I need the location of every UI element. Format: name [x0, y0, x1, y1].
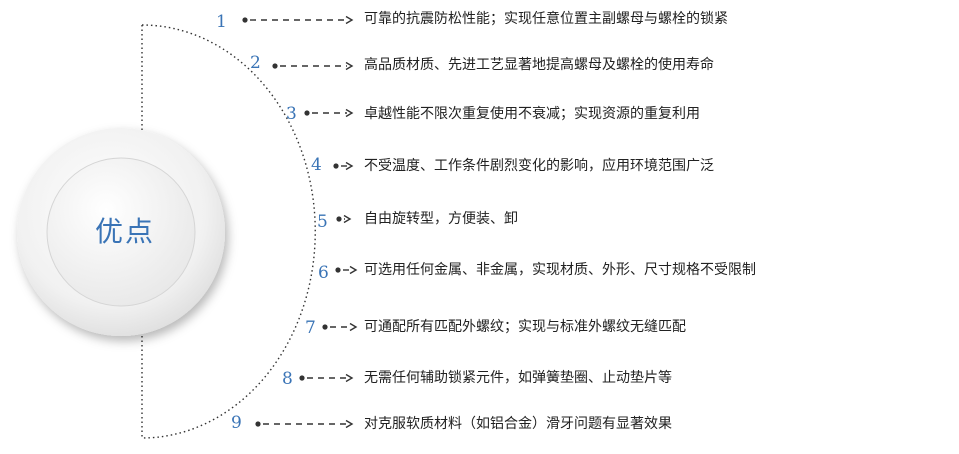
point-number: 3 [286, 104, 297, 124]
connector-dot [242, 17, 248, 23]
point-text: 不受温度、工作条件剧烈变化的影响，应用环境范围广泛 [364, 158, 714, 174]
arrow-head-icon [345, 15, 354, 25]
point-number: 8 [282, 369, 293, 389]
connector-dot [336, 216, 342, 222]
point-number: 6 [318, 263, 329, 283]
arrow-head-icon [349, 322, 358, 332]
inner-circle [46, 157, 196, 307]
arrow-head-icon [345, 161, 354, 171]
arrow-head-icon [345, 108, 354, 118]
arrow-head-icon [345, 373, 354, 383]
arrow-head-icon [343, 214, 352, 224]
point-text: 高品质材质、先进工艺显著地提高螺母及螺栓的使用寿命 [364, 57, 714, 73]
point-number: 5 [317, 212, 328, 232]
point-text: 可选用任何金属、非金属，实现材质、外形、尺寸规格不受限制 [364, 262, 756, 278]
point-number: 2 [250, 53, 261, 73]
point-number: 4 [311, 155, 322, 175]
arrow-head-icon [345, 61, 354, 71]
point-text: 可通配所有匹配外螺纹；实现与标准外螺纹无缝匹配 [364, 319, 686, 335]
connector-dot [333, 163, 339, 169]
point-text: 对克服软质材料（如铝合金）滑牙问题有显著效果 [364, 416, 672, 432]
arrow-head-icon [349, 265, 358, 275]
connectors [242, 15, 358, 429]
connector-dot [299, 375, 305, 381]
point-text: 可靠的抗震防松性能；实现任意位置主副螺母与螺栓的锁紧 [364, 11, 728, 27]
point-number: 9 [231, 413, 242, 433]
point-number: 1 [216, 12, 227, 32]
point-text: 卓越性能不限次重复使用不衰减；实现资源的重复利用 [364, 106, 700, 122]
arrow-head-icon [345, 419, 354, 429]
point-number: 7 [305, 318, 316, 338]
center-label: 优点 [94, 215, 155, 248]
point-text: 无需任何辅助锁紧元件，如弹簧垫圈、止动垫片等 [364, 370, 672, 386]
connector-dot [322, 324, 328, 330]
point-text: 自由旋转型，方便装、卸 [364, 211, 518, 227]
connector-dot [272, 63, 278, 69]
connector-dot [255, 421, 261, 427]
connector-dot [335, 267, 341, 273]
connector-dot [304, 110, 310, 116]
